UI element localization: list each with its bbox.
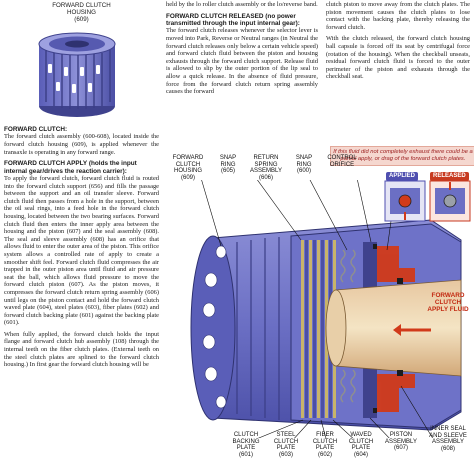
released-tag: RELEASED: [430, 172, 469, 181]
label-control-orifice-name: CONTROL ORIFICE: [327, 155, 357, 168]
housing-figure-caption: FORWARD CLUTCH HOUSING (609): [4, 2, 159, 23]
label-clutch-backing-plate: CLUTCH BACKING PLATE (601): [228, 432, 264, 458]
paragraph-released: The forward clutch releases whenever the…: [166, 27, 318, 96]
label-housing-num: (609): [180, 174, 195, 181]
column-2: held by the lo roller clutch assembly or…: [166, 1, 318, 100]
forward-clutch-housing-illustration: [38, 32, 116, 117]
label-return-spring: RETURN SPRING ASSEMBLY (606): [246, 155, 286, 181]
label-waved-plate-num: (604): [353, 451, 368, 458]
paragraph-col3-1: clutch piston to move away from the clut…: [326, 1, 470, 31]
label-control-orifice: CONTROL ORIFICE: [322, 155, 362, 168]
label-snap-ring-605-num: (605): [220, 168, 235, 175]
label-snap-ring-605-name: SNAP RING: [219, 155, 237, 168]
paragraph-forward-clutch: The forward clutch assembly (600-608), l…: [4, 133, 159, 156]
label-waved-plate-name: WAVED CLUTCH PLATE: [348, 432, 374, 452]
housing-caption-num: (609): [74, 15, 89, 23]
checkball-inset-diagram: [384, 180, 471, 222]
label-fiber-plate-name: FIBER CLUTCH PLATE: [312, 432, 338, 452]
column-3: clutch piston to move away from the clut…: [326, 1, 470, 85]
column-1: FORWARD CLUTCH: The forward clutch assem…: [4, 123, 159, 373]
label-inner-seal-name: INNER SEAL AND SLEEVE ASSEMBLY: [429, 426, 467, 446]
label-return-spring-num: (606): [258, 174, 273, 181]
heading-forward-clutch: FORWARD CLUTCH:: [4, 126, 68, 133]
label-inner-seal-sleeve: INNER SEAL AND SLEEVE ASSEMBLY (608): [424, 426, 472, 452]
label-waved-clutch-plate: WAVED CLUTCH PLATE (604): [344, 432, 378, 458]
label-backing-plate-num: (601): [238, 451, 253, 458]
paragraph-apply-1: To apply the forward clutch, forward clu…: [4, 175, 159, 327]
housing-caption-line1: FORWARD CLUTCH: [52, 2, 111, 9]
housing-caption-line2: HOUSING: [67, 8, 96, 16]
label-piston-assembly: PISTON ASSEMBLY (607): [381, 432, 421, 452]
paragraph-col3-2: With the clutch released, the forward cl…: [326, 35, 470, 81]
heading-forward-clutch-released: FORWARD CLUTCH RELEASED (no power transm…: [166, 12, 300, 27]
forward-clutch-cross-section-diagram: [190, 180, 462, 438]
label-housing-name: FORWARD CLUTCH HOUSING: [172, 155, 204, 175]
label-snap-ring-600-num: (600): [296, 168, 311, 175]
paragraph-apply-2: When fully applied, the forward clutch h…: [4, 330, 159, 369]
label-snap-ring-600-name: SNAP RING: [295, 155, 313, 168]
heading-forward-clutch-apply: FORWARD CLUTCH APPLY (holds the input in…: [4, 160, 137, 175]
label-fiber-clutch-plate: FIBER CLUTCH PLATE (602): [309, 432, 341, 458]
label-snap-ring-605: SNAP RING (605): [213, 155, 243, 175]
forward-clutch-apply-fluid-label: FORWARD CLUTCH APPLY FLUID: [427, 292, 469, 313]
label-steel-plate-num: (603): [278, 451, 293, 458]
label-fiber-plate-num: (602): [317, 451, 332, 458]
label-snap-ring-600: SNAP RING (600): [289, 155, 319, 175]
label-piston-num: (607): [393, 445, 408, 452]
label-steel-clutch-plate: STEEL CLUTCH PLATE (603): [270, 432, 302, 458]
fluid-exhaust-note: If this fluid did not completely exhaust…: [330, 146, 474, 166]
label-steel-plate-name: STEEL CLUTCH PLATE: [273, 432, 299, 452]
label-forward-clutch-housing: FORWARD CLUTCH HOUSING (609): [166, 155, 210, 181]
label-inner-seal-num: (608): [440, 445, 455, 452]
paragraph-col2-intro: held by the lo roller clutch assembly or…: [166, 1, 318, 8]
label-piston-name: PISTON ASSEMBLY: [385, 432, 417, 445]
label-return-spring-name: RETURN SPRING ASSEMBLY: [250, 155, 282, 175]
label-backing-plate-name: CLUTCH BACKING PLATE: [232, 432, 260, 452]
applied-tag: APPLIED: [386, 172, 419, 181]
